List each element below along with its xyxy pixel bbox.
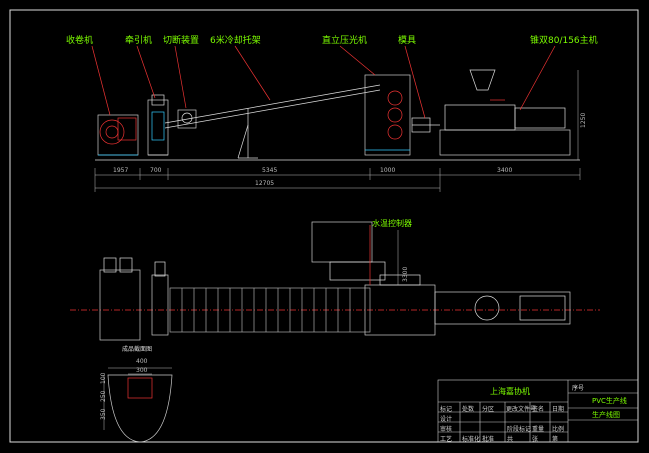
dim-total: 12705 bbox=[255, 180, 275, 187]
title-product: PVC生产线 bbox=[592, 397, 627, 405]
dim-3300: 3300 bbox=[402, 266, 409, 282]
dim-400: 400 bbox=[136, 358, 148, 365]
label-die: 模具 bbox=[398, 36, 417, 46]
drawing-border bbox=[9, 9, 639, 443]
dim-350: 350 bbox=[100, 408, 107, 420]
tb-small-11: 阶段标记 bbox=[507, 426, 532, 433]
label-cutter: 切断装置 bbox=[163, 36, 200, 46]
tb-small-10: 批准 bbox=[482, 436, 495, 443]
dim-3400: 3400 bbox=[497, 167, 513, 174]
extruder-machine bbox=[439, 69, 571, 156]
tb-small-6: 设计 bbox=[440, 416, 453, 423]
dim-700: 700 bbox=[150, 167, 162, 174]
tb-small-0: 标记 bbox=[440, 406, 453, 413]
dim-300: 300 bbox=[136, 367, 148, 374]
tb-small-1: 处数 bbox=[462, 406, 475, 413]
tb-small-5: 日期 bbox=[552, 406, 565, 413]
cooling-sections bbox=[169, 287, 371, 333]
calender-machine bbox=[364, 74, 411, 156]
title-block bbox=[437, 379, 639, 443]
dim-250: 250 bbox=[100, 390, 107, 402]
side-view bbox=[91, 45, 581, 192]
tb-small-3: 更改文件号 bbox=[506, 406, 537, 413]
winder-machine bbox=[97, 114, 139, 156]
label-calender: 直立压光机 bbox=[322, 36, 368, 46]
leader-lines bbox=[91, 45, 556, 119]
dim-100: 100 bbox=[100, 372, 107, 384]
tb-small-14: 共 bbox=[507, 436, 514, 443]
dim-height: 1250 bbox=[580, 112, 587, 128]
label-extruder: 锥双80/156主机 bbox=[530, 36, 598, 46]
title-company: 上海嘉协机 bbox=[490, 387, 530, 396]
die-unit bbox=[411, 117, 440, 133]
side-dimension-lines bbox=[94, 70, 581, 192]
tb-small-8: 工艺 bbox=[440, 436, 453, 443]
extruder-plan bbox=[434, 291, 571, 325]
label-water-controller: 水温控制器 bbox=[372, 219, 412, 228]
calender-plan bbox=[364, 274, 436, 336]
tb-small-7: 审核 bbox=[440, 426, 453, 433]
dim-1957: 1957 bbox=[113, 167, 129, 174]
tb-small-15: 张 bbox=[532, 436, 539, 443]
haul-off-plan bbox=[151, 261, 169, 336]
haul-off-machine bbox=[147, 94, 169, 156]
title-drawing: 生产线图 bbox=[592, 411, 620, 419]
tb-small-13: 比例 bbox=[552, 426, 565, 433]
label-winder: 收卷机 bbox=[66, 36, 94, 46]
detail-view bbox=[103, 367, 173, 443]
tb-small-12: 重量 bbox=[532, 426, 545, 433]
title-drawing-no: 序号 bbox=[572, 385, 585, 392]
tb-small-2: 分区 bbox=[482, 406, 495, 413]
detail-title: 成品截面图 bbox=[122, 346, 153, 353]
label-cooling-frame: 6米冷却托架 bbox=[210, 36, 261, 46]
plan-view bbox=[70, 221, 600, 341]
winder-plan bbox=[99, 257, 141, 341]
dim-5345: 5345 bbox=[262, 167, 278, 174]
label-haul-off: 牵引机 bbox=[125, 36, 153, 46]
tb-small-4: 签名 bbox=[532, 406, 545, 413]
tb-small-16: 第 bbox=[552, 436, 559, 443]
cooling-frame bbox=[164, 84, 381, 159]
tb-small-9: 标准化 bbox=[462, 436, 481, 443]
water-controller-plan bbox=[311, 221, 386, 281]
dim-1000: 1000 bbox=[380, 167, 396, 174]
